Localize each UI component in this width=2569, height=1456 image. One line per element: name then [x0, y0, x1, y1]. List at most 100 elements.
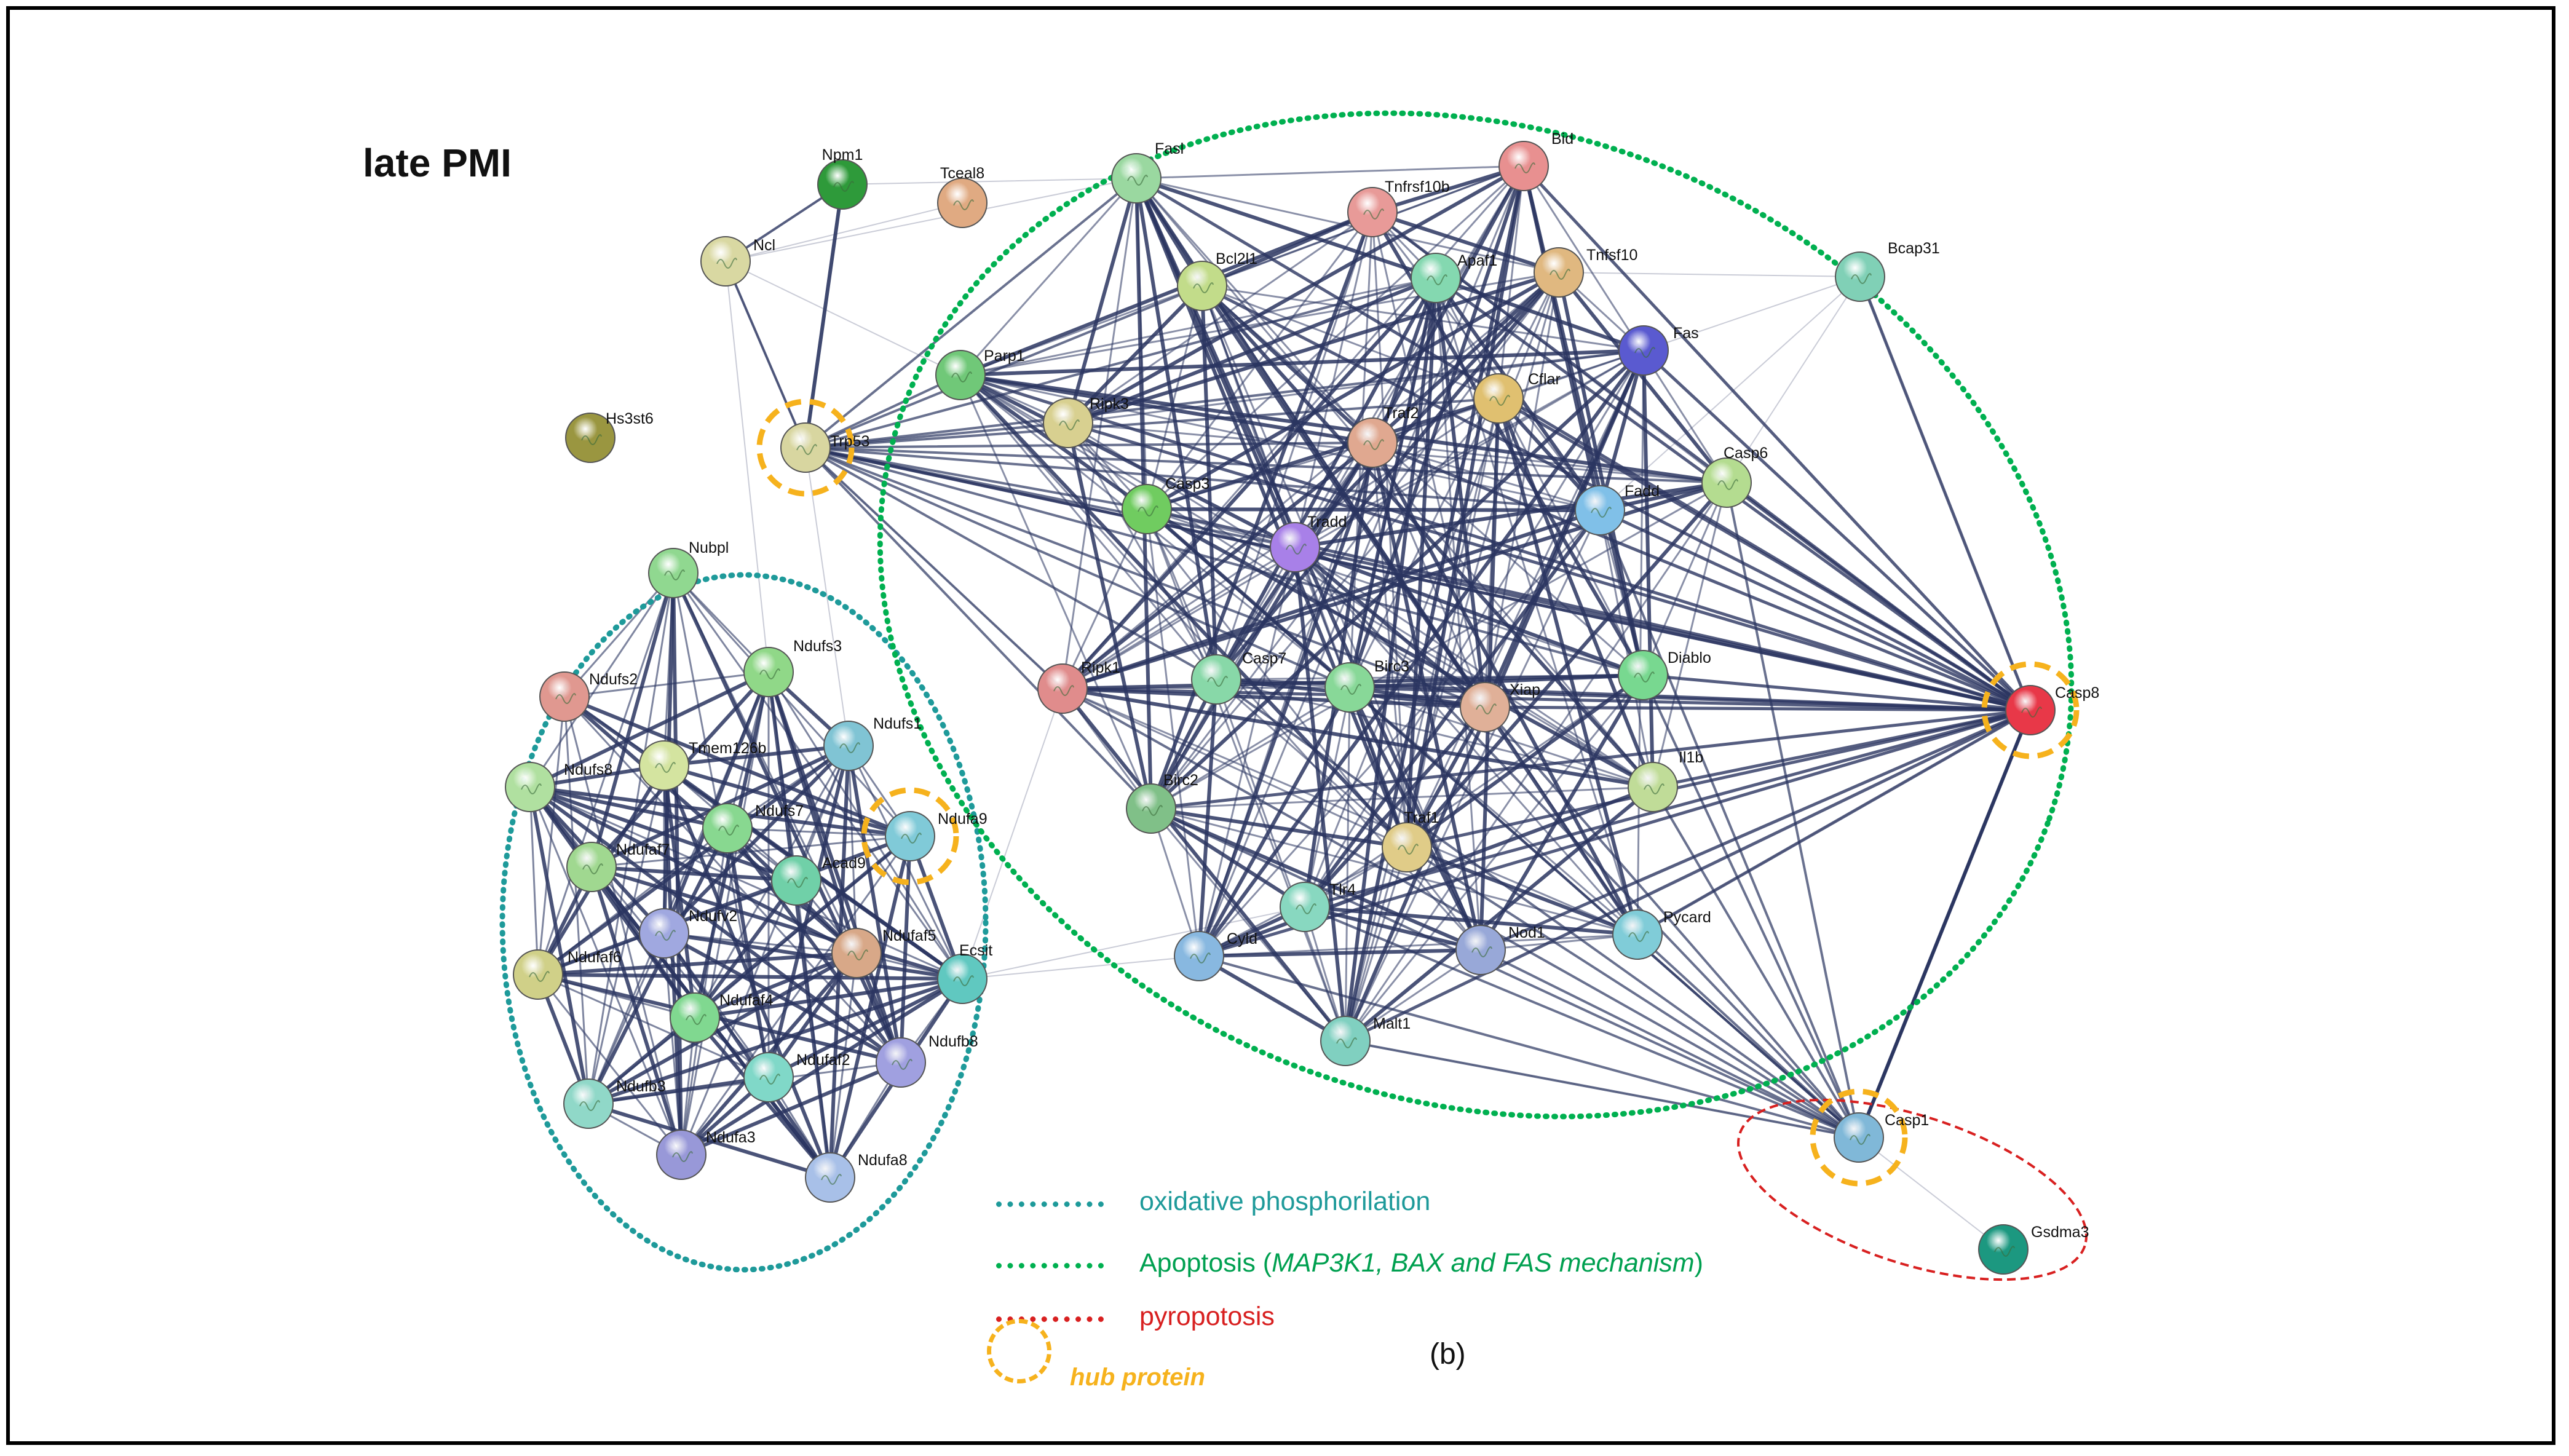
- node-birc2[interactable]: [1126, 783, 1176, 834]
- node-tlr4[interactable]: [1280, 882, 1330, 932]
- node-ndufs2[interactable]: [539, 671, 590, 722]
- node-apaf1[interactable]: [1411, 253, 1461, 303]
- edge-acad9-ndufaf4: [693, 879, 798, 1019]
- node-ndufaf5[interactable]: [831, 928, 882, 978]
- edge-casp6-diablo: [1642, 481, 1728, 676]
- node-ndufs3-ball: [743, 647, 794, 697]
- node-ndufs7-structure-icon: [718, 825, 739, 836]
- node-nubpl[interactable]: [648, 548, 699, 598]
- node-bid[interactable]: [1498, 141, 1549, 191]
- edge-ndufv2-ndufa8: [662, 932, 832, 1179]
- edge-ndufs2-ndufa9: [563, 695, 912, 838]
- node-ripk1[interactable]: [1037, 663, 1088, 714]
- legend-apoptosis-close: ): [1694, 1248, 1703, 1278]
- node-diablo[interactable]: [1618, 650, 1668, 700]
- node-tceal8[interactable]: [937, 178, 988, 228]
- edge-ndufa9-ndufaf7: [590, 835, 911, 868]
- node-tmem126b[interactable]: [639, 740, 689, 791]
- node-tlr4-structure-icon: [1296, 903, 1316, 914]
- node-casp8[interactable]: [2005, 685, 2056, 735]
- node-casp7[interactable]: [1191, 654, 1241, 705]
- node-cyld[interactable]: [1174, 931, 1224, 981]
- node-cflar[interactable]: [1473, 373, 1524, 424]
- node-il1b-ball: [1628, 762, 1678, 812]
- node-ndufs3[interactable]: [743, 647, 794, 697]
- edge-trp53-casp3: [804, 446, 1148, 510]
- node-ndufs8-structure-icon: [521, 783, 542, 794]
- edge-bid-tnfrsf10b: [1371, 164, 1526, 214]
- edge-tlr4-pycard: [1303, 905, 1639, 936]
- edge-trp53-xiap: [804, 446, 1486, 708]
- node-ndufa9[interactable]: [885, 811, 935, 861]
- node-label-ndufa8: Ndufa8: [858, 1152, 908, 1169]
- node-tnfsf10[interactable]: [1534, 247, 1584, 298]
- node-tnfrsf10b[interactable]: [1347, 187, 1398, 237]
- edge-ecsit-ndufaf2: [767, 977, 964, 1079]
- node-label-parp1: Parp1: [984, 347, 1025, 365]
- hub-ring-casp8: [1981, 661, 2080, 759]
- node-fadd[interactable]: [1575, 485, 1625, 536]
- node-bcl2l1[interactable]: [1177, 261, 1227, 311]
- edge-casp8-casp6: [1725, 481, 2032, 712]
- node-ndufa8[interactable]: [805, 1152, 855, 1203]
- legend-oxphos-line: [996, 1201, 1104, 1207]
- node-casp3[interactable]: [1122, 484, 1172, 534]
- edge-birc2-cyld: [1150, 807, 1200, 957]
- node-casp6[interactable]: [1701, 457, 1752, 508]
- node-birc3[interactable]: [1324, 662, 1375, 713]
- node-ecsit[interactable]: [937, 954, 988, 1004]
- edge-casp7-diablo: [1215, 674, 1644, 681]
- node-ndufa9-structure-icon: [901, 833, 922, 844]
- node-traf1[interactable]: [1382, 822, 1432, 872]
- edge-tmem126b-ndufa9: [662, 764, 912, 838]
- node-ndufaf4[interactable]: [670, 992, 720, 1043]
- node-npm1[interactable]: [817, 159, 868, 210]
- node-fasl[interactable]: [1111, 153, 1162, 204]
- node-ndufs7[interactable]: [702, 803, 753, 853]
- node-fas[interactable]: [1618, 325, 1669, 376]
- node-pycard[interactable]: [1612, 909, 1663, 960]
- node-malt1[interactable]: [1320, 1016, 1371, 1066]
- node-tradd-ball: [1270, 522, 1320, 572]
- node-hs3st6[interactable]: [565, 413, 616, 463]
- node-ndufaf7[interactable]: [566, 842, 617, 892]
- node-ncl[interactable]: [700, 236, 751, 287]
- edge-trp53-fadd: [804, 446, 1601, 512]
- node-ndufb3[interactable]: [563, 1078, 614, 1129]
- node-ndufa8-structure-icon: [821, 1174, 842, 1185]
- node-nod1[interactable]: [1455, 925, 1506, 975]
- node-label-tnfrsf10b: Tnfrsf10b: [1385, 178, 1450, 196]
- node-ndufs1[interactable]: [823, 721, 874, 771]
- edge-casp1-casp7: [1215, 678, 1860, 1139]
- node-ripk3[interactable]: [1043, 398, 1093, 448]
- edge-ecsit-ndufaf4: [693, 977, 964, 1019]
- node-ndufb8[interactable]: [876, 1037, 926, 1088]
- node-label-diablo: Diablo: [1668, 649, 1711, 667]
- edge-casp8-traf2: [1371, 441, 2032, 712]
- node-ndufaf4-ball: [670, 992, 720, 1043]
- node-ndufa3[interactable]: [656, 1130, 707, 1180]
- node-parp1[interactable]: [935, 350, 986, 400]
- edge-npm1-fasl: [842, 178, 1137, 185]
- node-casp1[interactable]: [1834, 1112, 1884, 1163]
- node-traf2[interactable]: [1347, 417, 1398, 468]
- node-label-ndufaf2: Ndufaf2: [796, 1051, 850, 1069]
- node-ndufaf6[interactable]: [513, 949, 563, 1000]
- edge-tradd-cyld: [1198, 546, 1296, 957]
- edge-ndufaf7-acad9: [590, 865, 798, 882]
- node-bcap31[interactable]: [1835, 251, 1885, 302]
- node-il1b[interactable]: [1628, 762, 1678, 812]
- edge-casp8-trp53: [804, 446, 2032, 712]
- node-traf2-structure-icon: [1363, 439, 1384, 450]
- node-xiap[interactable]: [1460, 682, 1510, 732]
- node-tradd[interactable]: [1270, 522, 1320, 572]
- node-ndufv2[interactable]: [639, 908, 689, 959]
- node-ndufaf2[interactable]: [743, 1052, 794, 1102]
- edge-casp8-diablo: [1641, 673, 2032, 712]
- node-gsdma3[interactable]: [1978, 1224, 2029, 1275]
- network-nodes: [505, 141, 2056, 1275]
- node-casp3-ball: [1122, 484, 1172, 534]
- node-ndufs8[interactable]: [505, 762, 555, 812]
- node-acad9[interactable]: [771, 855, 821, 906]
- node-trp53[interactable]: [780, 422, 831, 473]
